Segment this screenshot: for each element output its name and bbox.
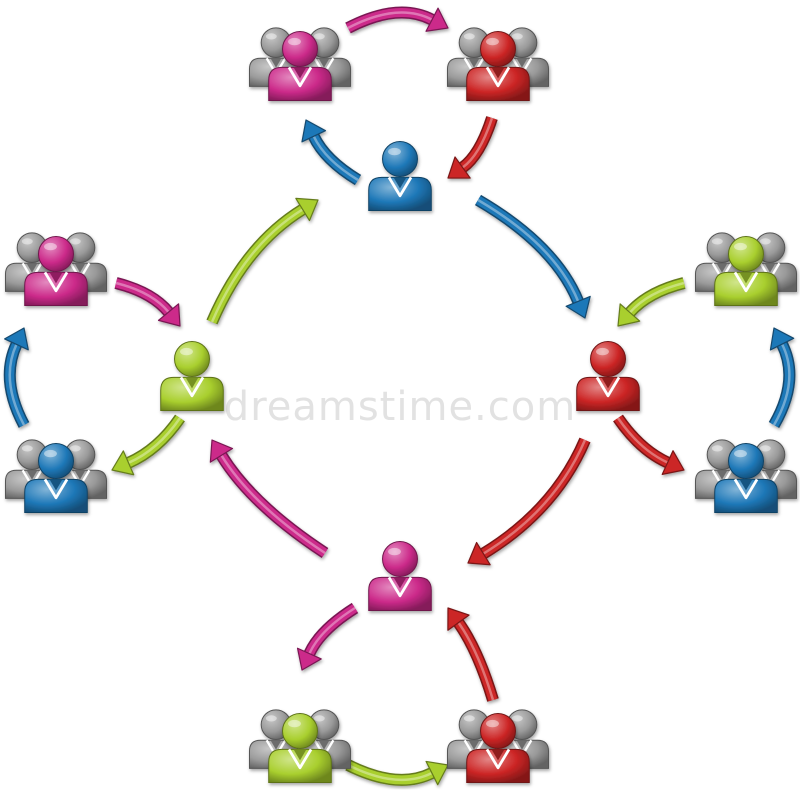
arrow-right-to-bottom — [467, 437, 591, 566]
hub-top-person — [368, 140, 432, 211]
bottom-left-group — [248, 709, 352, 783]
arrow-left-bottom-group-to-left-top-group — [3, 327, 30, 428]
hub-bottom-person — [368, 540, 432, 611]
left-bottom-group-front-person — [24, 442, 88, 513]
left-top-group — [4, 232, 108, 306]
arrow-top-left-group-to-top-right-group — [345, 6, 449, 34]
right-bottom-group-front-person — [714, 442, 778, 513]
arrow-top-right-group-to-top — [447, 116, 498, 179]
arrow-right-top-group-to-right — [617, 277, 686, 327]
arrow-left-top-group-to-left — [114, 277, 181, 327]
hub-right-person — [576, 340, 640, 411]
top-left-group-front-person — [268, 30, 332, 101]
right-bottom-group — [694, 439, 798, 513]
arrow-bottom-to-bottom-left-group — [296, 602, 359, 671]
arrow-left-to-top — [206, 197, 319, 325]
right-top-group-front-person — [714, 235, 778, 306]
arrow-right-bottom-group-to-right-top-group — [768, 327, 796, 428]
arrow-bottom-to-left — [209, 439, 329, 559]
left-top-group-front-person — [24, 235, 88, 306]
arrow-left-to-left-bottom-group — [111, 414, 185, 476]
arrows-layer — [3, 6, 796, 786]
arrow-right-to-right-bottom-group — [613, 414, 685, 475]
arrow-bottom-left-group-to-bottom-right-group — [345, 759, 449, 786]
right-top-group — [694, 232, 798, 306]
arrow-top-to-top-left-group — [301, 119, 362, 186]
arrow-bottom-right-group-to-bottom — [447, 607, 499, 702]
arrow-top-to-right — [474, 194, 591, 319]
bottom-right-group — [446, 709, 550, 783]
bottom-right-group-front-person — [466, 712, 530, 783]
left-bottom-group — [4, 439, 108, 513]
people-layer — [4, 27, 798, 783]
hub-left-person — [160, 340, 224, 411]
watermark: dreamstime.com — [224, 384, 576, 430]
bottom-left-group-front-person — [268, 712, 332, 783]
top-left-group — [248, 27, 352, 101]
top-right-group-front-person — [466, 30, 530, 101]
top-right-group — [446, 27, 550, 101]
